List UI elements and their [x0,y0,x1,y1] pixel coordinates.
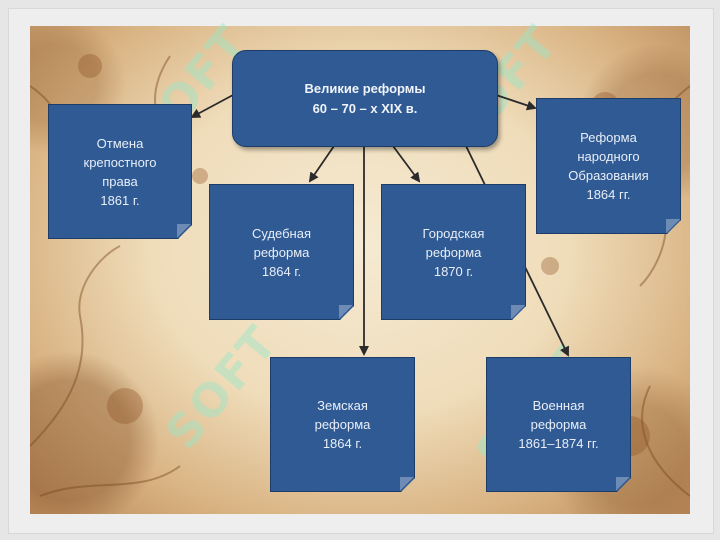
node-city-reform: Городская реформа 1870 г. [381,184,526,320]
node-serfdom-abolition: Отмена крепостного права 1861 г. [48,104,192,239]
node-label: Судебная реформа 1864 г. [251,225,312,279]
arrow-to-education [495,94,537,111]
node-judicial-reform: Судебная реформа 1864 г. [209,184,354,320]
node-label: Реформа народного Образования 1864 гг. [568,130,649,202]
node-education-reform: Реформа народного Образования 1864 гг. [536,98,681,234]
node-label: Земская реформа 1864 г. [314,398,371,451]
arrow-to-city [392,145,421,183]
node-label: Городская реформа 1870 г. [422,225,485,279]
root-node: Великие реформы 60 – 70 – х XIX в. [232,50,498,147]
node-label: Военная реформа 1861–1874 гг. [518,398,599,451]
node-zemstvo-reform: Земская реформа 1864 г. [270,357,415,492]
arrow-to-judicial [308,145,335,183]
node-label: Отмена крепостного права 1861 г. [83,135,157,208]
arrow-to-serfdom [190,94,234,118]
node-military-reform: Военная реформа 1861–1874 гг. [486,357,631,492]
